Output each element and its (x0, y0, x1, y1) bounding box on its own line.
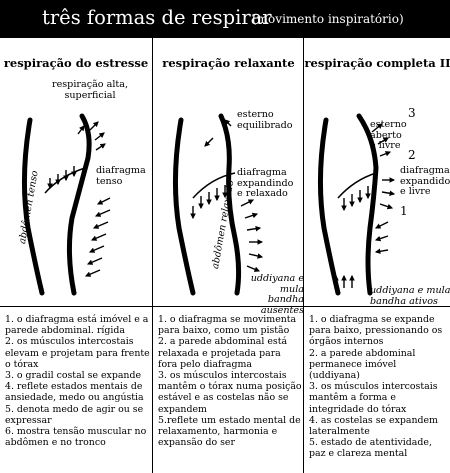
front-contour (218, 113, 242, 296)
sternum-arrow (204, 119, 232, 147)
note-item: 1. o diafragma está imóvel e a parede ab… (5, 314, 149, 337)
note-item: 3. os músculos intercostais mantêm o tór… (158, 370, 302, 415)
rib-arrows (379, 177, 396, 210)
relaxing-breathing-diagram (172, 113, 264, 296)
column-title: respiração relaxante (162, 56, 295, 70)
column-stress-breathing: respiração do estresse (0, 38, 152, 473)
note-item: 1. o diafragma se expande para baixo, pr… (309, 314, 443, 348)
note-item: 2. os músculos intercostais elevam e pro… (5, 336, 150, 370)
back-contour (172, 117, 196, 296)
notes-list: 1. o diafragma se expande para baixo, pr… (309, 314, 449, 460)
floor-arrows (333, 274, 355, 288)
note-item: 4. reflete estados mentais de ansiedade,… (5, 381, 144, 404)
diaphragm-arrows (341, 186, 371, 212)
label-shallow-breathing: respiração alta, superficial (52, 79, 129, 101)
diaphragm-line (44, 167, 86, 194)
diaphragm-line (192, 172, 236, 199)
column-title: respiração completa II (304, 56, 450, 70)
page-subtitle: (movimento inspiratório) (252, 12, 404, 26)
marker-number-3: 3 (408, 106, 416, 120)
notes-list: 1. o diafragma está imóvel e a parede ab… (5, 314, 150, 448)
note-item: 5. denota medo de agir ou se expressar (5, 403, 144, 426)
column-divider (0, 306, 152, 307)
column-divider (153, 306, 304, 307)
page-title: três formas de respirar (42, 6, 272, 29)
label-free-diaphragm: diafragma expandido e livre (400, 165, 450, 197)
abdomen-arrows (84, 197, 111, 277)
complete-breathing-diagram (317, 113, 396, 296)
header-bar: três formas de respirar (movimento inspi… (0, 0, 450, 38)
note-item: 2. a parede abdominal permanece imóvel (… (309, 347, 416, 382)
label-bandha-absent: uddiyana e mula bandha ausentes (250, 273, 304, 316)
note-item: 5. estado de atentividade, paz e clareza… (309, 437, 432, 460)
note-item: 3. o gradil costal se expande (5, 370, 141, 382)
front-contour (66, 113, 92, 296)
label-balanced-sternum: esterno equilibrado (237, 109, 293, 131)
diaphragm-line (337, 172, 377, 199)
column-divider (304, 306, 450, 307)
abdomen-arrows (374, 221, 389, 255)
abdomen-arrows (240, 199, 264, 272)
marker-number-1: 1 (400, 204, 408, 218)
back-contour (21, 117, 45, 296)
notes-list: 1. o diafragma se movimenta para baixo, … (158, 314, 302, 448)
label-bandha-active: uddiyana e mula bandha ativos (370, 285, 450, 307)
note-item: 4. as costelas se expandem lateralmente (309, 414, 438, 438)
column-title: respiração do estresse (3, 56, 149, 70)
diaphragm-arrows (47, 166, 77, 190)
back-contour (317, 117, 341, 296)
note-item: 5.reflete um estado mental de relaxament… (158, 414, 301, 449)
label-open-sternum: esterno aberto e livre (370, 119, 407, 151)
label-tense-diaphragm: diafragma tenso (96, 165, 146, 187)
chest-arrows (77, 121, 106, 151)
diaphragm-arrows (190, 185, 228, 220)
stress-breathing-diagram (21, 113, 111, 296)
chest-arrows (371, 123, 392, 157)
column-relaxing-breathing: respiração relaxante (152, 38, 304, 473)
column-complete-breathing: respiração completa II (303, 38, 450, 473)
note-item: 3. os músculos intercostais mantêm a for… (309, 381, 438, 415)
note-item: 6. mostra tensão muscular no abdômen e n… (5, 426, 147, 449)
note-item: 2. a parede abdominal está relaxada e pr… (158, 336, 288, 370)
note-item: 1. o diafragma se movimenta para baixo, … (158, 314, 297, 337)
marker-number-2: 2 (408, 148, 416, 162)
front-contour (356, 113, 379, 296)
label-relaxed-diaphragm: diafragma expandindo e relaxado (237, 167, 294, 199)
